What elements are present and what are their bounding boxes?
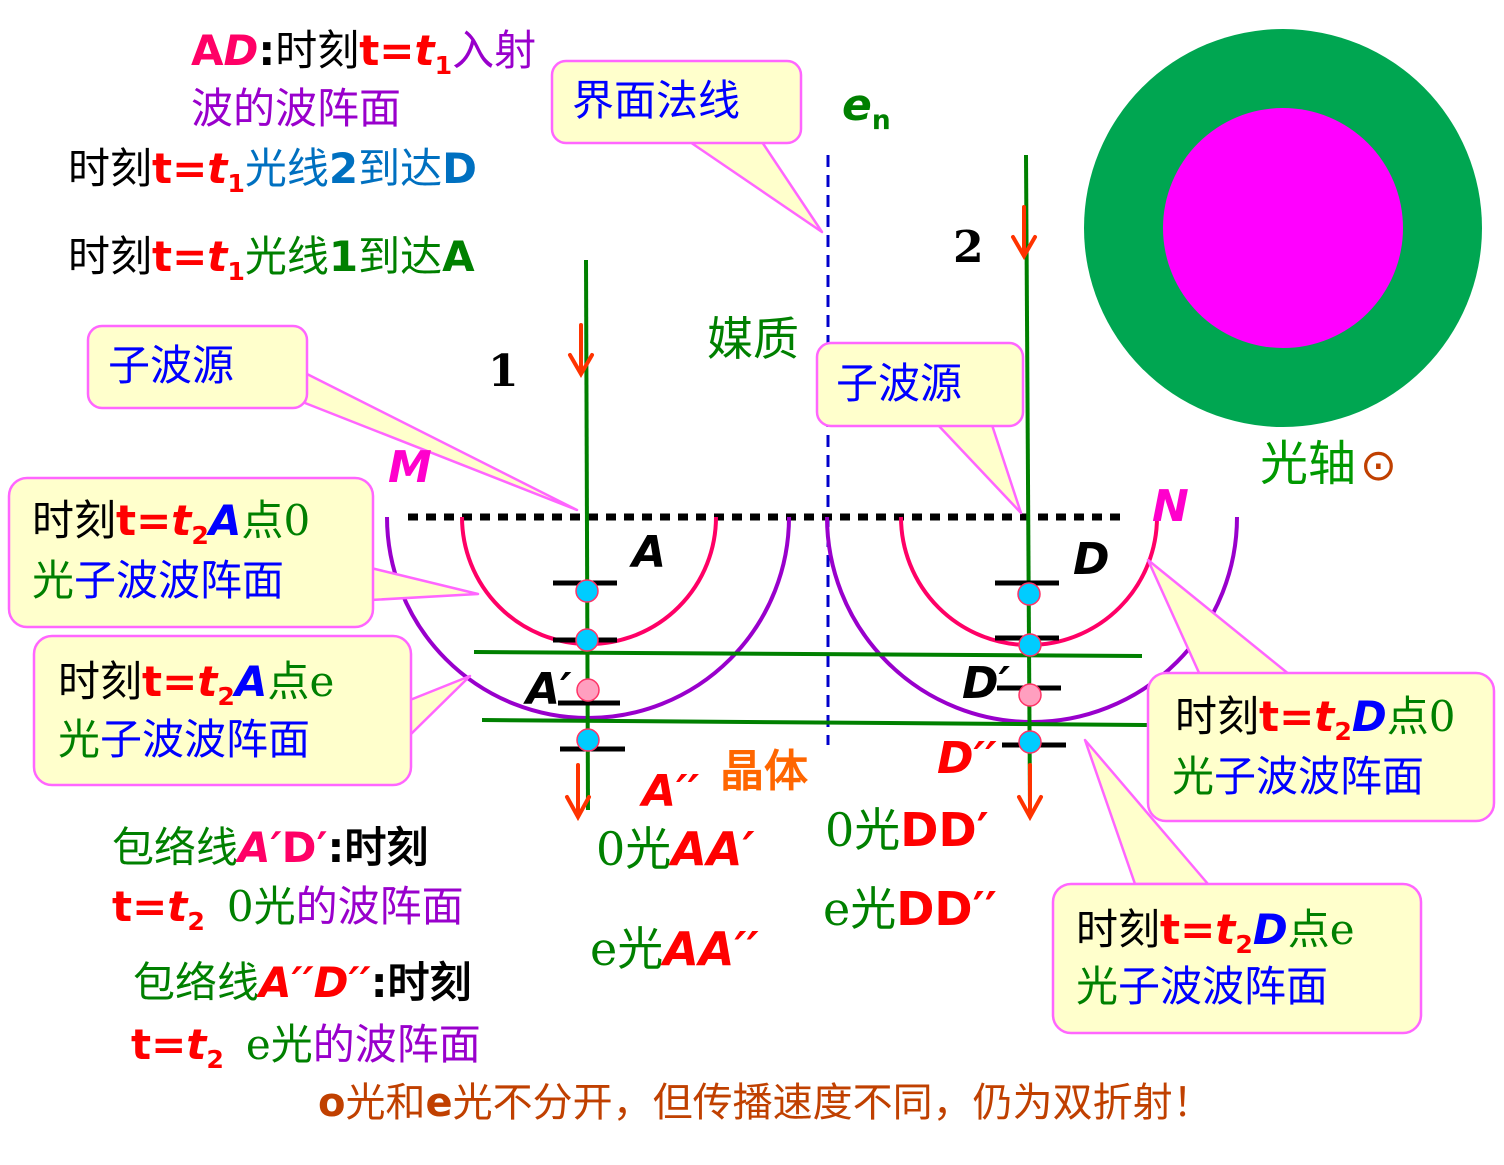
callout-line2-lead-char: 光 (58, 715, 101, 764)
callout-d-o-tail (1146, 558, 1292, 677)
ad-wavefront-line1: AD:时刻t=t1入射 (191, 26, 537, 80)
callout-a-o-tail (369, 566, 480, 602)
callout-d-o-box (1146, 671, 1496, 823)
point-d-label: D (1073, 534, 1110, 585)
callout-d-o-line2: 光子波波阵面 (1172, 756, 1424, 798)
callout-line2-rest: 子波波阵面 (1118, 962, 1329, 1011)
ray-1-incident-arrow (568, 323, 594, 378)
e-envelope-line1: 包络线A′′D′′:时刻 (133, 958, 472, 1007)
o-ray-aa-label: 0光AA′ (596, 822, 755, 876)
callout-d-e-line2: 光子波波阵面 (1076, 966, 1328, 1008)
point-a-label: A (632, 527, 667, 578)
callout-line2-rest: 子波波阵面 (1214, 752, 1425, 801)
ray-2-dots (1017, 582, 1042, 754)
point-d2-label: D′′ (937, 733, 997, 784)
callout-a-o-line2: 光子波波阵面 (32, 560, 284, 602)
callout-a-e-box (32, 634, 413, 787)
callout-line2-lead-char: 光 (32, 556, 75, 605)
callout-normal-tail (688, 140, 824, 234)
callout-source-left-text: 子波源 (108, 341, 235, 390)
e-ray-aa-label: e光AA′′ (590, 922, 759, 976)
point-d1-label: D′ (962, 658, 1011, 709)
callout-a-e-tail (408, 674, 472, 737)
callout-source-right-box (815, 341, 1025, 428)
callout-d-e-line1: 时刻t=t2D点e (1076, 905, 1355, 959)
callout-d-o-line1: 时刻t=t2D点0 (1175, 692, 1456, 746)
callout-a-o-line1: 时刻t=t2A点0 (32, 496, 311, 550)
ray-1-dots (575, 579, 600, 752)
callout-a-e-line1: 时刻t=t2A点e (58, 657, 335, 711)
optic-axis-label: 光轴⊙ (1260, 436, 1397, 492)
callout-source-right-text: 子波源 (836, 359, 963, 408)
ray-1-line (584, 259, 590, 811)
crystal-label: 晶体 (720, 746, 808, 797)
callout-line2-lead-char: 光 (1172, 752, 1215, 801)
ray-2-label: 2 (953, 222, 984, 273)
ad-wavefront-line2: 波的波阵面 (191, 84, 402, 133)
callout-a-o-box (7, 476, 375, 629)
point-a2-label: A′′ (642, 766, 700, 817)
surface-m-label: M (388, 442, 432, 493)
o-envelope-line1: 包络线A′D′:时刻 (112, 823, 429, 872)
callout-d-e-box (1051, 882, 1423, 1035)
medium-label: 媒质 (707, 312, 799, 366)
ray-2-incident-arrow (1011, 205, 1037, 260)
callout-a-e-line2: 光子波波阵面 (58, 719, 310, 761)
callout-line2-rest: 子波波阵面 (100, 715, 311, 764)
optic-axis-symbol: ⊙ (1360, 440, 1397, 491)
callout-source-left-box (86, 324, 309, 410)
point-a1-label: A′ (526, 664, 572, 715)
ray-2-refracted-arrow (1017, 763, 1043, 822)
o-ray-dd-label: 0光DD′ (825, 803, 989, 857)
ray-1-arrival-text: 时刻t=t1光线1到达A (68, 232, 475, 286)
ray-2-arrival-text: 时刻t=t1光线2到达D (68, 144, 478, 198)
ray-1-label: 1 (488, 346, 519, 397)
optic-axis-inner-disk (1163, 108, 1403, 348)
callout-line2-rest: 子波波阵面 (74, 556, 285, 605)
o-envelope-line (473, 650, 1143, 658)
callout-normal-box (550, 59, 803, 145)
callout-source-right-tail (936, 423, 1023, 515)
callout-normal-text: 界面法线 (572, 76, 741, 125)
normal-en-label: en (842, 80, 891, 137)
ray-1-refracted-arrow (565, 763, 591, 822)
e-envelope-line (481, 718, 1151, 727)
callout-line2-lead-char: 光 (1076, 962, 1119, 1011)
surface-n-label: N (1152, 481, 1189, 532)
conclusion-text: o光和e光不分开，但传播速度不同，仍为双折射！ (318, 1080, 1213, 1126)
e-ray-dd-label: e光DD′′ (823, 882, 997, 936)
